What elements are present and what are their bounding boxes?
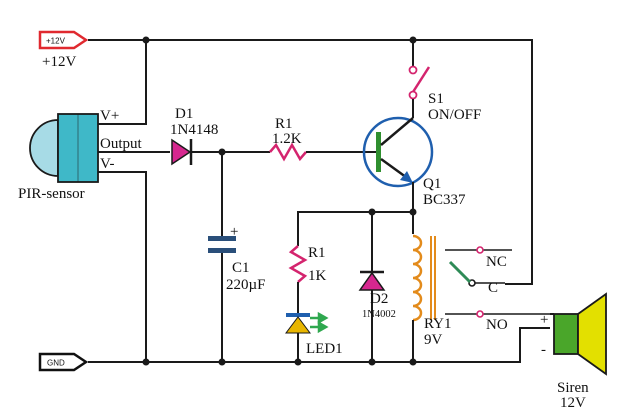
pir-output-label: Output	[100, 136, 143, 152]
resistor-r1-mid	[288, 245, 308, 283]
transistor-q1	[362, 116, 434, 188]
switch-s1	[408, 65, 431, 100]
gnd-terminal-tag: GND	[38, 352, 89, 372]
d2-part-label: 1N4002	[362, 309, 396, 320]
r1-mid-value-label: 1K	[308, 268, 327, 284]
vcc-rail	[88, 39, 533, 285]
vcc-label: +12V	[42, 54, 76, 70]
led-name-label: LED1	[306, 341, 343, 357]
r1-mid-name-label: R1	[308, 245, 326, 261]
diode-d2	[358, 270, 386, 291]
s1-desc-label: ON/OFF	[428, 107, 481, 123]
r1-top-name-label: R1	[275, 116, 293, 132]
pir-vplus-wire	[98, 40, 147, 125]
pir-vminus-label: V-	[100, 156, 114, 172]
c1-name-label: C1	[232, 260, 250, 276]
vcc-tag-label: +12V	[46, 37, 66, 46]
pir-vminus-wire	[98, 171, 147, 362]
nc-label: NC	[486, 254, 507, 270]
emitter-rail	[297, 211, 413, 246]
ry1-value-label: 9V	[424, 332, 443, 348]
capacitor-c1	[208, 236, 236, 253]
gnd-tag-label: GND	[47, 359, 65, 368]
q1-part-label: BC337	[423, 192, 466, 208]
led-rays	[310, 311, 329, 334]
siren-speaker	[553, 292, 607, 376]
d1-name-label: D1	[175, 106, 193, 122]
resistor-r1-top	[269, 142, 307, 162]
pir-name-label: PIR-sensor	[18, 186, 85, 202]
c-contact-label: C	[488, 280, 498, 296]
siren-plus-label: +	[540, 312, 548, 328]
ry1-name-label: RY1	[424, 316, 452, 332]
pir-dome	[29, 119, 59, 177]
c1-value-label: 220µF	[226, 277, 266, 293]
relay-ry1-coil	[412, 234, 436, 322]
siren-value-label: 12V	[560, 395, 586, 411]
q1-name-label: Q1	[423, 176, 441, 192]
led-led1	[285, 311, 329, 334]
relay-contacts	[445, 246, 550, 318]
c1-plus-label: +	[230, 224, 238, 240]
d2-name-label: D2	[370, 291, 388, 307]
r1-top-value-label: 1.2K	[272, 131, 302, 147]
diode-d1	[171, 138, 193, 166]
gnd-rail	[88, 327, 550, 363]
s1-name-label: S1	[428, 91, 444, 107]
siren-minus-label: -	[541, 342, 546, 358]
d1-part-label: 1N4148	[170, 122, 218, 138]
vcc-terminal-tag: +12V	[38, 30, 89, 50]
no-label: NO	[486, 317, 508, 333]
pir-vplus-label: V+	[100, 108, 119, 124]
siren-name-label: Siren	[557, 380, 589, 396]
pir-sensor	[29, 113, 99, 183]
